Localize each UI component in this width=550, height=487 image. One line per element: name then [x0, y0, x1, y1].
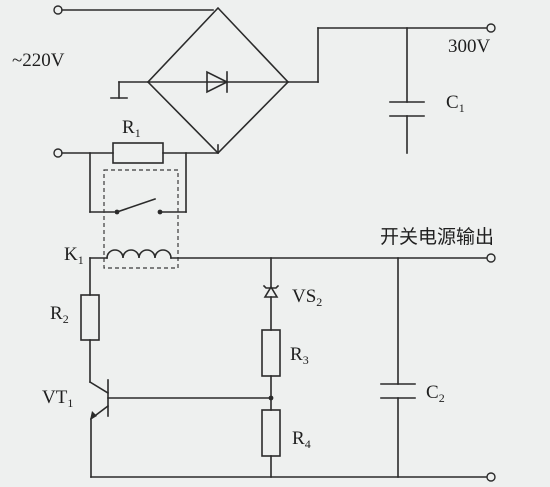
r2-resistor	[80, 294, 100, 341]
vt1-label: VT1	[42, 387, 73, 410]
r3-label: R3	[290, 344, 309, 367]
ac-input-terminal-top	[53, 5, 63, 15]
switch-output-label: 开关电源输出	[380, 226, 494, 248]
r2-label: R2	[50, 303, 69, 326]
dc-output-wiring	[217, 23, 496, 154]
r4-resistor	[261, 409, 281, 457]
r2-vt1-branch	[80, 257, 272, 478]
zener-divider-branch	[261, 257, 281, 478]
relay-switch-contact	[115, 197, 157, 214]
r3-resistor	[261, 329, 281, 377]
r4-label: R4	[292, 428, 311, 451]
ground-output-terminal	[486, 472, 496, 482]
relay-enclosure	[103, 169, 179, 269]
bridge-rectifier	[146, 6, 290, 155]
ac-input-wiring	[53, 5, 214, 99]
ac-input-label: ~220V	[12, 50, 65, 71]
ac-input-terminal-bottom	[53, 148, 63, 158]
switch-output-terminal	[486, 253, 496, 263]
c2-branch	[90, 257, 496, 482]
dc-output-terminal	[486, 23, 496, 33]
c2-label: C2	[426, 382, 445, 405]
dc-output-label: 300V	[448, 36, 491, 57]
k1-label: K1	[64, 244, 84, 267]
r1-relay-contact-block	[53, 142, 219, 269]
relay-coil-k1	[89, 249, 496, 263]
vs2-label: VS2	[292, 286, 322, 309]
r1-resistor	[112, 142, 164, 164]
r1-label: R1	[122, 117, 141, 140]
vt1-emitter-arrow	[90, 411, 97, 420]
c1-label: C1	[446, 92, 465, 115]
